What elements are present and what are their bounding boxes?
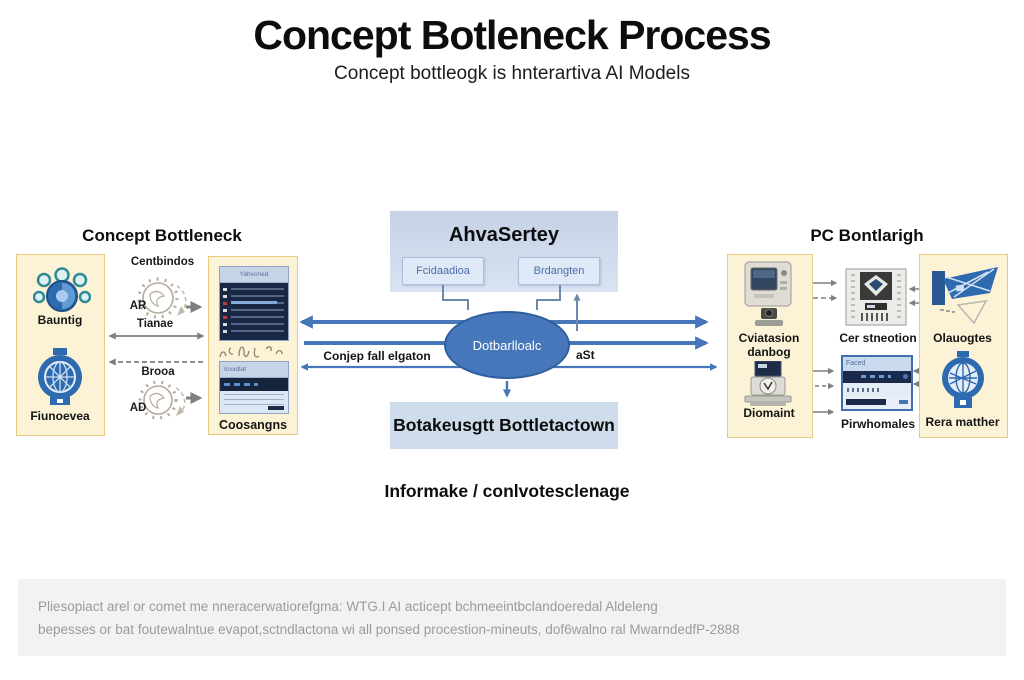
row-indicator-column: [223, 288, 227, 336]
footer-line: bepesses or bat foutewalntue evapot,sctn…: [38, 622, 740, 637]
desktop-computer-icon: [744, 261, 792, 326]
left-section-heading: Concept Bottleneck: [82, 226, 242, 245]
right-output-panel: Olauogtes Rera matther: [919, 254, 1008, 438]
footer-note: Pliesopiact arel or comet me nneracerwat…: [18, 579, 1006, 656]
label-gear-ad: AD: [129, 402, 147, 414]
certificate-machine-icon: [845, 268, 907, 326]
screen-light-band: [220, 391, 288, 413]
user-group-icon: [33, 267, 91, 312]
screens-panel: Yahvoned Icxxdlat Coosangns: [208, 256, 298, 435]
server-body-row: [843, 383, 911, 397]
label-bauntig: Bauntig: [37, 313, 83, 327]
label-ast: aSt: [576, 348, 595, 362]
red-indicator: [223, 302, 227, 305]
diagram-caption: Informake / conlvotesclenage: [384, 481, 630, 501]
server-dark-row: [843, 371, 911, 383]
label-coosangns: Coosangns: [218, 418, 288, 432]
label-pirwhomales: Pirwhomales: [840, 417, 916, 431]
label-rera-matther: Rera matther: [925, 415, 1000, 429]
sub-box-brdangten: Brdangten: [518, 257, 600, 285]
label-gear-ar: AR: [129, 300, 147, 312]
label-cviatasion-danbog: Cviatasion danbog: [738, 331, 800, 359]
left-input-panel: Bauntig Fiunoevea: [16, 254, 105, 436]
server-header: Faced: [843, 357, 911, 371]
label-cer-stneotion: Cer stneotion: [839, 331, 917, 345]
screen-mockup-bottom: Icxxdlat: [219, 361, 289, 414]
label-fiunoevea: Fiunoevea: [30, 409, 90, 423]
funnel-dish-icon: [932, 267, 998, 325]
label-brooa: Brooa: [141, 366, 175, 378]
footer-line: Pliesopiact arel or comet me nneracerwat…: [38, 599, 658, 614]
screen-table: [220, 283, 288, 340]
screen-header: Icxxdlat: [220, 362, 288, 378]
red-indicator: [223, 316, 227, 319]
page-subtitle: Concept bottleogk is hnterartiva AI Mode…: [334, 63, 690, 84]
server-panel-icon: Faced: [841, 355, 913, 411]
server-bottom-bar: [843, 397, 911, 409]
globe-badge-icon: [38, 348, 82, 405]
scale-device-icon: [744, 361, 792, 406]
handwriting-squiggle: [219, 346, 283, 358]
mini-bar: [268, 406, 284, 410]
label-centbindos: Centbindos: [130, 256, 195, 268]
label-olauogtes: Olauogtes: [933, 331, 992, 345]
screen-header: Yahvoned: [220, 267, 288, 283]
output-box: Botakeusgtt Bottletactown: [390, 402, 618, 449]
label-conjep-fall-elgaton: Conjep fall elgaton: [323, 349, 431, 363]
bottleneck-ellipse: Dotbarlloalc: [444, 311, 570, 379]
label-tianae: Tianae: [136, 318, 174, 330]
right-input-panel: Cviatasion danbog Diomaint: [727, 254, 813, 438]
screen-dark-band: [220, 378, 288, 391]
globe-icon: [942, 351, 984, 408]
bottleneck-ellipse-label: Dotbarlloalc: [472, 337, 542, 353]
process-box-title: AhvaSertey: [448, 224, 560, 246]
highlighted-row: [231, 301, 277, 304]
page-title: Concept Botleneck Process: [253, 12, 771, 58]
screen-mockup-top: Yahvoned: [219, 266, 289, 341]
gear-sketch-icon: [138, 380, 186, 420]
right-section-heading: PC Bontlarigh: [810, 226, 924, 245]
sub-box-fcidaadioa: Fcidaadioa: [402, 257, 484, 285]
label-diomaint: Diomaint: [743, 406, 795, 420]
